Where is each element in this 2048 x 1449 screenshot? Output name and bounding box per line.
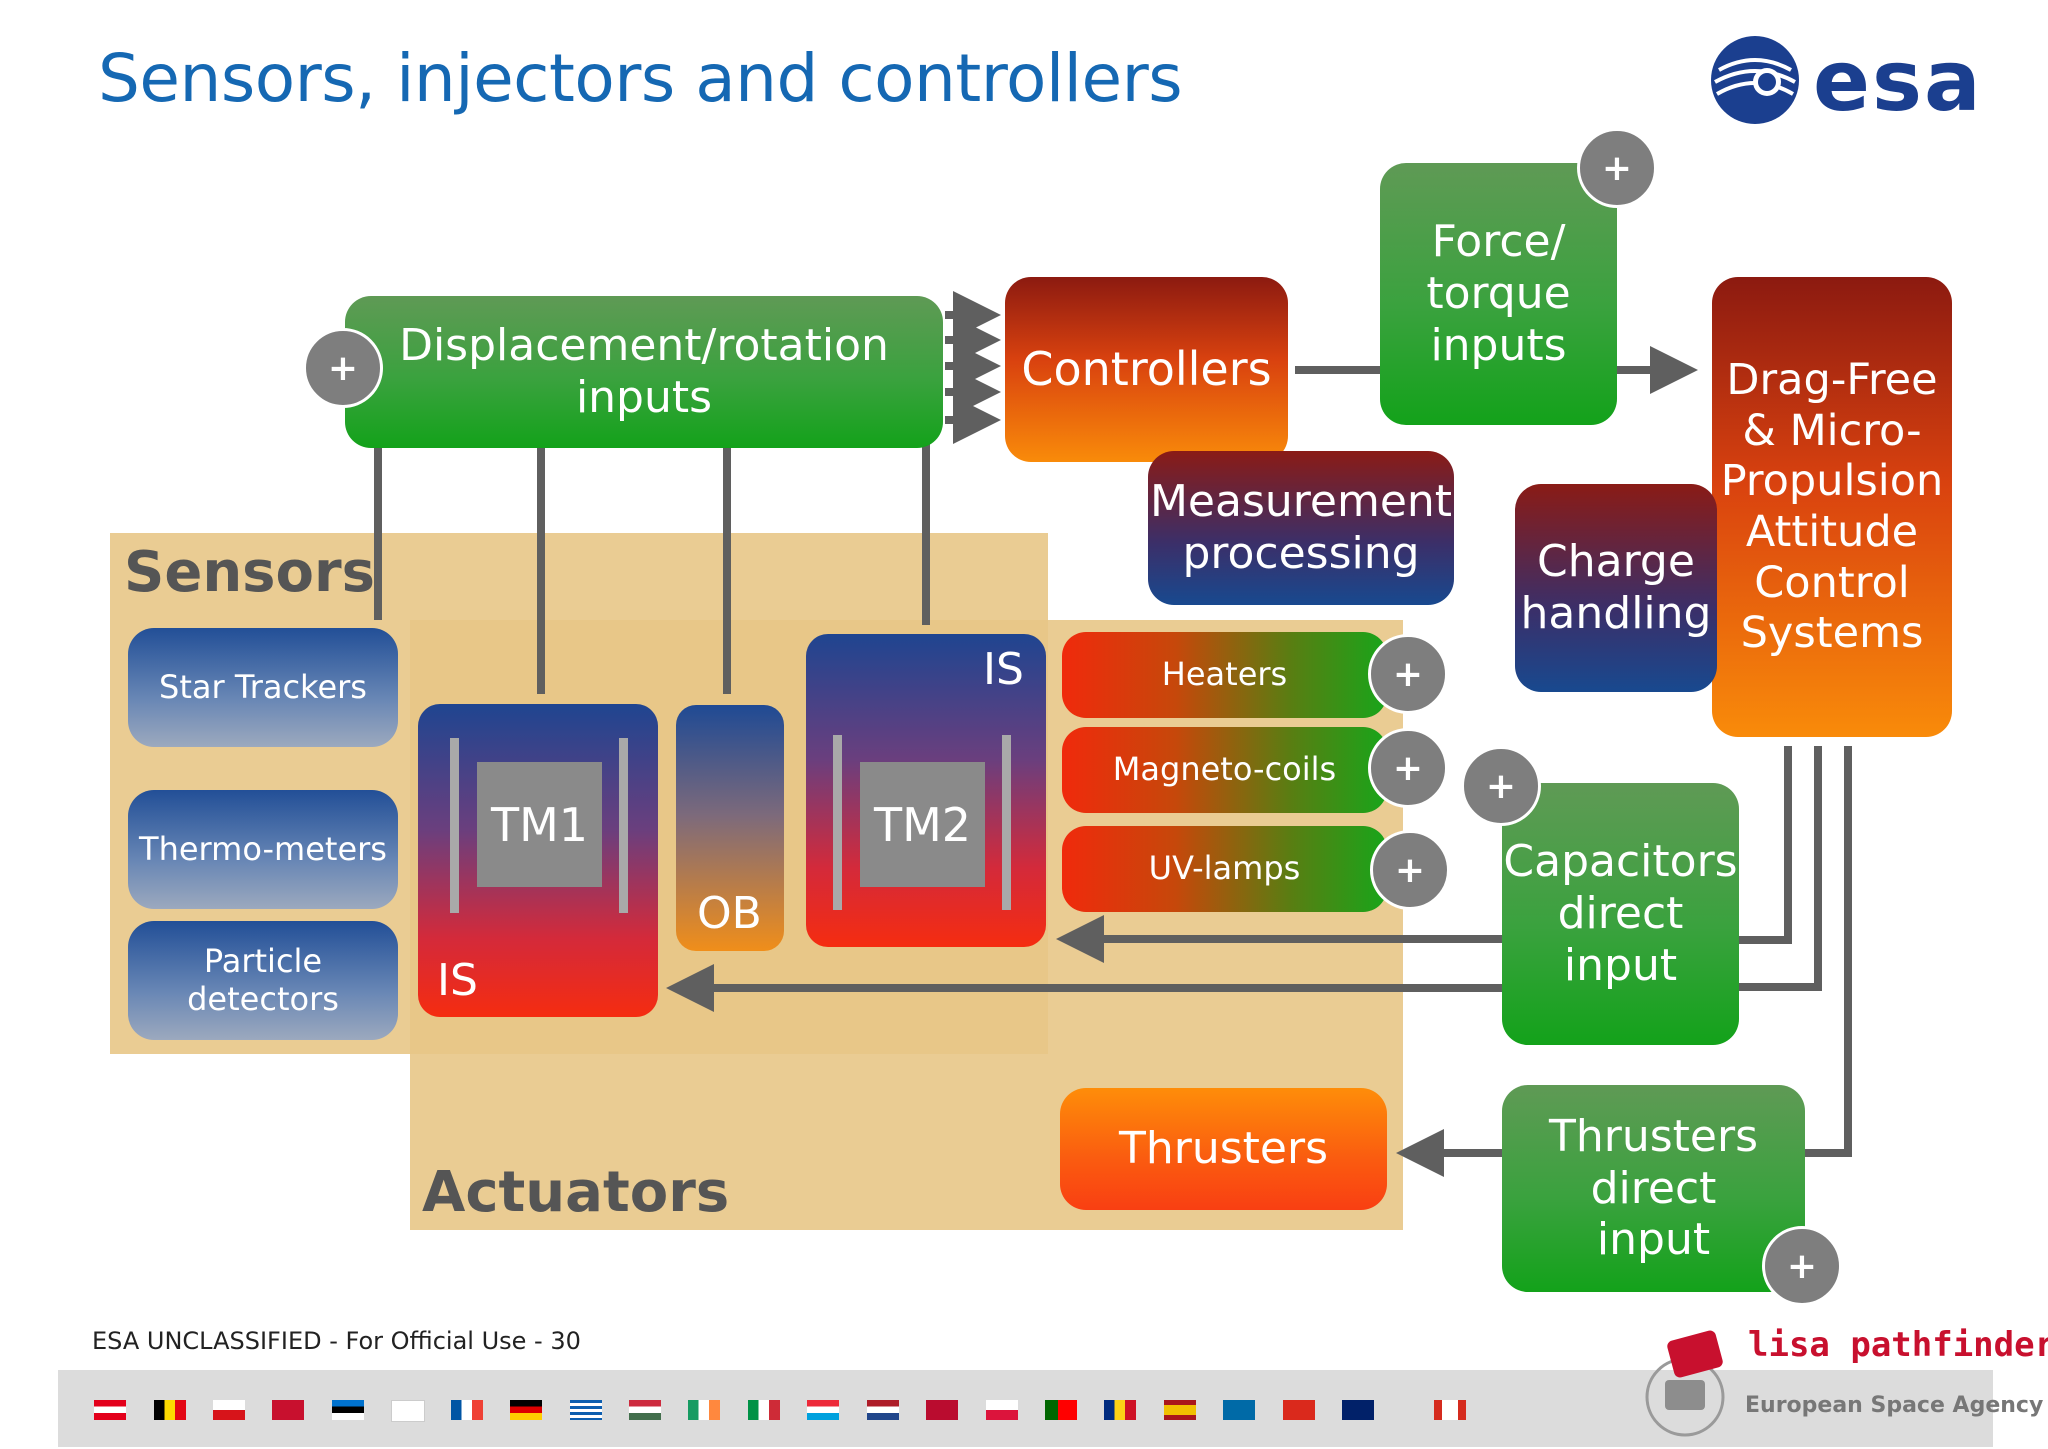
lisa-pathfinder-emblem	[1640, 1325, 1740, 1445]
plus-icon: +	[1762, 1226, 1842, 1306]
electrode-bar	[1002, 735, 1011, 910]
lisa-pathfinder-title: lisa pathfinder	[1748, 1325, 2048, 1365]
plus-icon: +	[1370, 830, 1450, 910]
flag-sweden-icon	[1223, 1400, 1255, 1420]
particle-detectors-box: Particle detectors	[128, 921, 398, 1040]
flag-france-icon	[451, 1400, 483, 1420]
flag-germany-icon	[510, 1400, 542, 1420]
plus-icon: +	[1368, 728, 1448, 808]
thrusters-box: Thrusters	[1060, 1088, 1387, 1210]
flag-denmark-icon	[272, 1400, 304, 1420]
flag-italy-icon	[748, 1400, 780, 1420]
plus-icon: +	[303, 328, 383, 408]
flag-finland-icon	[391, 1400, 425, 1422]
flag-greece-icon	[570, 1400, 602, 1420]
flag-romania-icon	[1104, 1400, 1136, 1420]
plus-icon: +	[1368, 634, 1448, 714]
flag-hungary-icon	[629, 1400, 661, 1420]
flag-norway-icon	[926, 1400, 958, 1420]
flag-switzerland-icon	[1283, 1400, 1315, 1420]
esa-wordmark: esa	[1813, 32, 1983, 130]
controllers-box: Controllers	[1005, 277, 1288, 462]
flag-poland-icon	[986, 1400, 1018, 1420]
test-mass-2: TM2	[860, 762, 985, 887]
measurement-processing-box: Measurement processing	[1148, 451, 1454, 605]
capacitors-direct-input-box: Capacitors direct input	[1502, 783, 1739, 1045]
esa-logo: esa	[1705, 30, 1985, 130]
optical-bench-box	[676, 705, 784, 951]
electrode-bar	[619, 738, 628, 913]
esa-globe-icon	[1711, 36, 1799, 124]
plus-icon: +	[1577, 128, 1657, 208]
flag-czech-icon	[213, 1400, 245, 1420]
flag-netherlands-icon	[867, 1400, 899, 1420]
flag-uk-icon	[1342, 1400, 1374, 1420]
sensors-label: Sensors	[124, 540, 375, 605]
displacement-rotation-inputs: Displacement/rotation inputs	[345, 296, 943, 448]
thermo-meters-box: Thermo-meters	[128, 790, 398, 909]
test-mass-1: TM1	[477, 762, 602, 887]
star-trackers-box: Star Trackers	[128, 628, 398, 747]
plus-icon: +	[1461, 746, 1541, 826]
force-torque-inputs: Force/ torque inputs	[1380, 163, 1617, 425]
electrode-bar	[450, 738, 459, 913]
drag-free-acs-box: Drag-Free & Micro-Propulsion Attitude Co…	[1712, 277, 1952, 737]
flag-canada-icon	[1434, 1400, 1466, 1420]
flag-luxembourg-icon	[807, 1400, 839, 1420]
classification-footer: ESA UNCLASSIFIED - For Official Use - 30	[92, 1327, 581, 1355]
charge-handling-box: Charge handling	[1515, 484, 1717, 692]
electrode-bar	[833, 735, 842, 910]
uv-lamps-box: UV-lamps	[1062, 826, 1387, 912]
flag-belgium-icon	[154, 1400, 186, 1420]
flag-estonia-icon	[332, 1400, 364, 1420]
flag-ireland-icon	[688, 1400, 720, 1420]
is-label-left: IS	[437, 955, 478, 1006]
thrusters-direct-input-box: Thrusters direct input	[1502, 1085, 1805, 1292]
ob-label: OB	[697, 888, 762, 939]
slide-title: Sensors, injectors and controllers	[98, 40, 1183, 117]
lisa-pathfinder-subtitle: European Space Agency	[1745, 1393, 2044, 1418]
actuators-label: Actuators	[422, 1160, 730, 1225]
flag-portugal-icon	[1045, 1400, 1077, 1420]
flag-austria-icon	[94, 1400, 126, 1420]
magneto-coils-box: Magneto-coils	[1062, 727, 1387, 813]
flag-spain-icon	[1164, 1400, 1196, 1420]
is-label-right: IS	[983, 644, 1024, 695]
spacecraft-icon	[1645, 1330, 1725, 1437]
heaters-box: Heaters	[1062, 632, 1387, 718]
